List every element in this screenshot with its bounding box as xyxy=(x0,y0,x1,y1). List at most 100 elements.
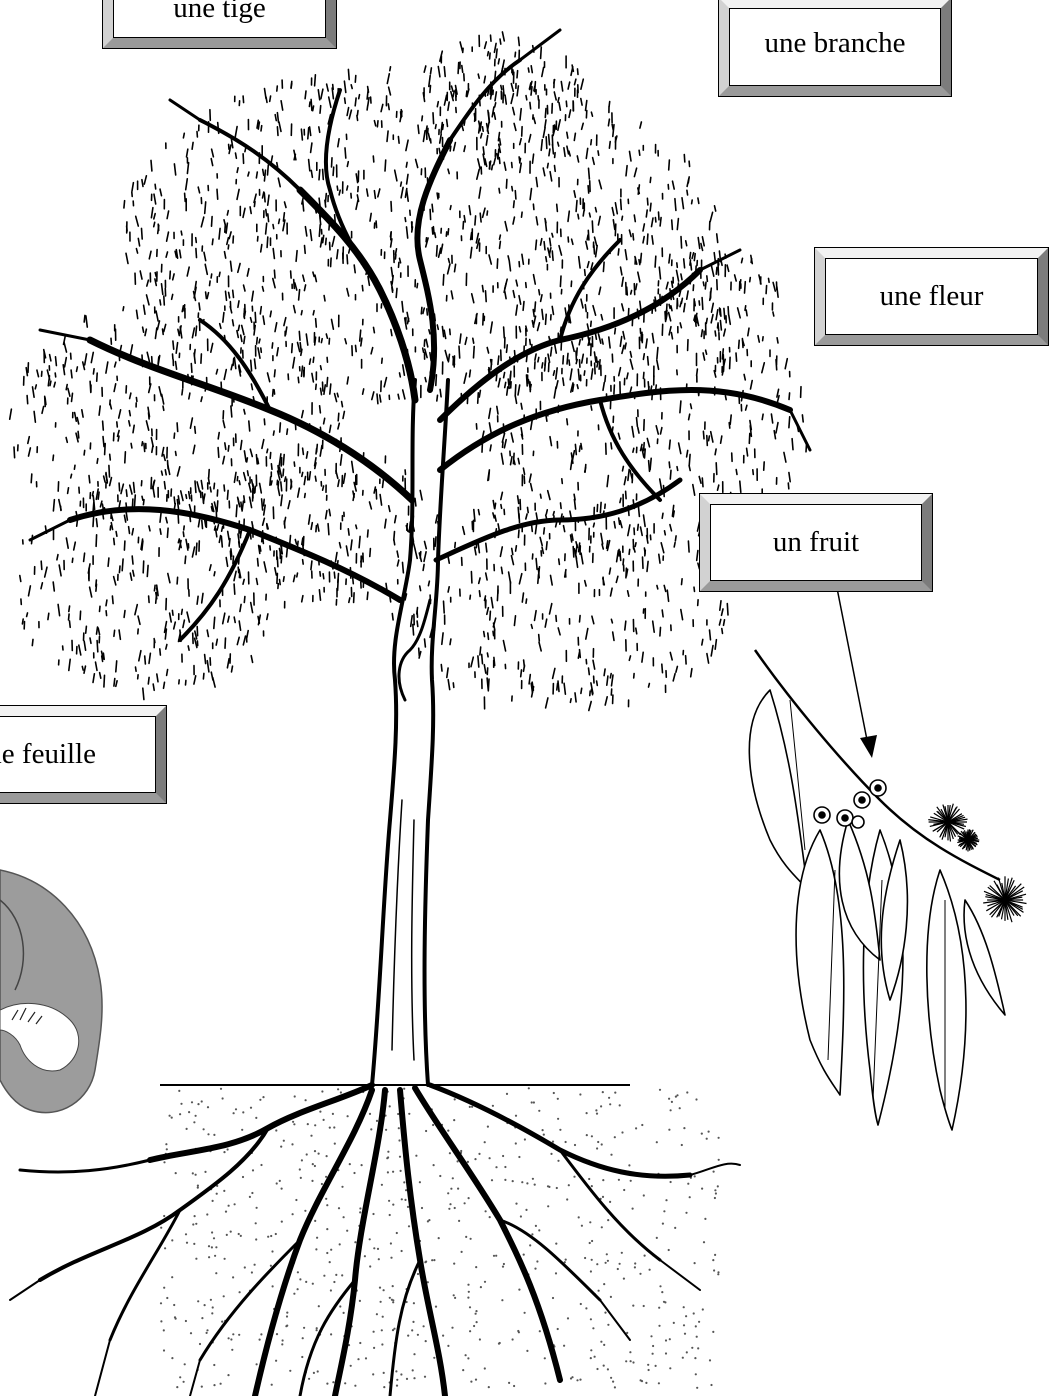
soil-dot xyxy=(329,1127,331,1129)
foliage-stroke xyxy=(452,86,453,91)
foliage-stroke xyxy=(270,453,271,459)
foliage-stroke xyxy=(493,631,494,635)
foliage-stroke xyxy=(555,166,556,172)
soil-dot xyxy=(458,1220,460,1222)
soil-dot xyxy=(467,1357,469,1359)
foliage-stroke xyxy=(319,225,320,237)
foliage-stroke xyxy=(283,213,284,221)
soil-dot xyxy=(180,1103,182,1105)
foliage-stroke xyxy=(207,661,209,672)
foliage-stroke xyxy=(347,108,349,116)
foliage-stroke xyxy=(515,351,516,361)
foliage-stroke xyxy=(424,66,426,72)
soil-dot xyxy=(262,1096,264,1098)
soil-dot xyxy=(223,1190,225,1192)
foliage-stroke xyxy=(505,95,506,104)
foliage-stroke xyxy=(45,567,47,577)
foliage-stroke xyxy=(145,656,146,664)
foliage-stroke xyxy=(138,238,139,246)
soil-dot xyxy=(275,1233,277,1235)
foliage-stroke xyxy=(531,625,532,629)
soil-dot xyxy=(647,1364,649,1366)
foliage-stroke xyxy=(126,253,128,263)
foliage-stroke xyxy=(564,683,565,694)
foliage-stroke xyxy=(277,127,278,136)
soil-dot xyxy=(174,1316,176,1318)
foliage-stroke xyxy=(501,86,502,90)
foliage-stroke xyxy=(426,339,428,347)
foliage-stroke xyxy=(316,526,317,532)
foliage-stroke xyxy=(256,579,257,585)
foliage-stroke xyxy=(251,384,252,390)
foliage-stroke xyxy=(56,357,57,366)
foliage-stroke xyxy=(252,291,254,301)
soil-dot xyxy=(271,1250,273,1252)
soil-dot xyxy=(552,1141,554,1143)
soil-dot xyxy=(659,1089,661,1091)
foliage-stroke xyxy=(401,110,402,117)
foliage-stroke xyxy=(656,385,657,389)
soil-dot xyxy=(407,1206,409,1208)
foliage-stroke xyxy=(407,174,408,184)
foliage-stroke xyxy=(425,541,427,548)
foliage-stroke xyxy=(164,455,166,461)
foliage-stroke xyxy=(687,190,688,195)
soil-dot xyxy=(390,1242,392,1244)
foliage-stroke xyxy=(263,169,264,175)
foliage-stroke xyxy=(323,235,324,242)
foliage-stroke xyxy=(650,458,651,470)
foliage-stroke xyxy=(701,330,702,337)
foliage-stroke xyxy=(195,427,196,434)
foliage-stroke xyxy=(126,503,127,510)
foliage-stroke xyxy=(433,113,434,124)
soil-dot xyxy=(607,1368,609,1370)
soil-dot xyxy=(524,1312,526,1314)
foliage-stroke xyxy=(214,617,215,628)
foliage-stroke xyxy=(593,306,596,316)
foliage-stroke xyxy=(162,284,163,295)
foliage-stroke xyxy=(613,220,615,230)
foliage-stroke xyxy=(659,267,660,279)
foliage-stroke xyxy=(593,660,595,669)
foliage-stroke xyxy=(649,684,650,688)
soil-dot xyxy=(528,1087,530,1089)
foliage-stroke xyxy=(447,120,448,127)
soil-dot xyxy=(479,1338,481,1340)
soil-dot xyxy=(339,1243,341,1245)
soil-dot xyxy=(294,1095,296,1097)
foliage-stroke xyxy=(311,99,312,110)
foliage-stroke xyxy=(549,337,550,341)
foliage-stroke xyxy=(267,237,268,247)
foliage-stroke xyxy=(662,610,663,617)
foliage-stroke xyxy=(552,306,553,314)
soil-dot xyxy=(710,1384,712,1386)
foliage-stroke xyxy=(628,469,629,480)
foliage-stroke xyxy=(528,380,530,390)
foliage-stroke xyxy=(241,441,242,450)
soil-dot xyxy=(359,1211,361,1213)
foliage-stroke xyxy=(374,327,375,332)
foliage-stroke xyxy=(533,154,534,163)
foliage-stroke xyxy=(224,370,226,380)
soil-dot xyxy=(391,1299,393,1301)
soil-dot xyxy=(195,1115,197,1117)
foliage-stroke xyxy=(458,63,459,74)
foliage-stroke xyxy=(130,573,131,580)
foliage-stroke xyxy=(180,250,181,258)
foliage-stroke xyxy=(280,423,281,432)
foliage-stroke xyxy=(572,342,574,352)
soil-dot xyxy=(590,1270,592,1272)
foliage-stroke xyxy=(715,640,716,650)
soil-dot xyxy=(706,1138,708,1140)
foliage-stroke xyxy=(31,474,32,483)
soil-dot xyxy=(685,1315,687,1317)
soil-dot xyxy=(208,1245,210,1247)
soil-dot xyxy=(325,1198,327,1200)
soil-dot xyxy=(289,1370,291,1372)
soil-dot xyxy=(629,1351,631,1353)
foliage-stroke xyxy=(85,354,87,365)
soil-dot xyxy=(379,1287,381,1289)
foliage-stroke xyxy=(594,352,596,362)
foliage-stroke xyxy=(326,511,327,519)
foliage-stroke xyxy=(140,271,142,279)
